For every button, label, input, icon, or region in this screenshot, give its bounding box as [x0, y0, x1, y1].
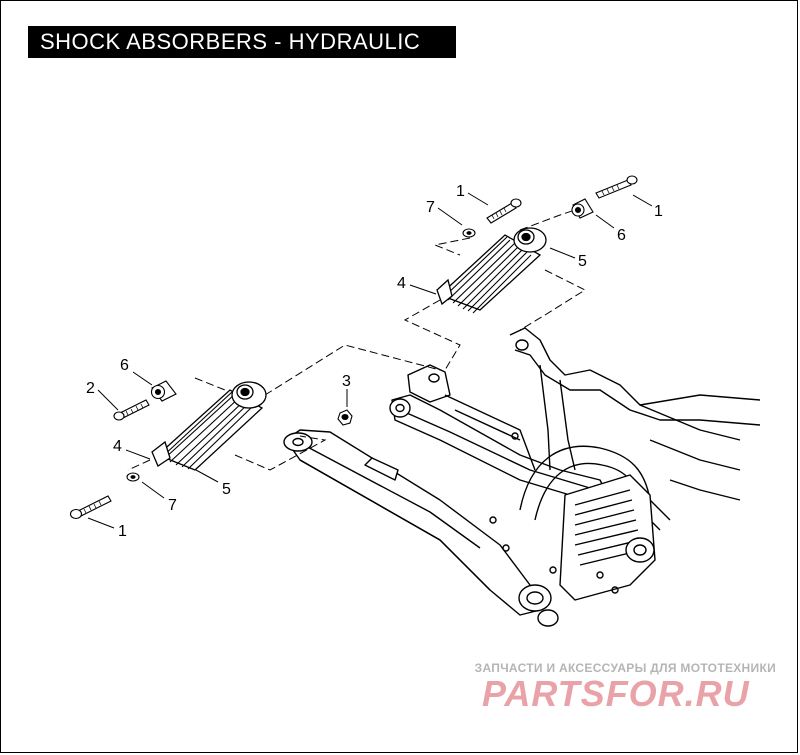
- swingarm-assembly: [283, 327, 761, 627]
- callout-lower-1: 1: [118, 523, 127, 540]
- watermark-caption: ЗАПЧАСТИ И АКСЕССУАРЫ ДЛЯ МОТОТЕХНИКИ: [474, 661, 776, 675]
- callout-upper-1b: 1: [654, 203, 663, 220]
- upper-washer: [462, 228, 476, 238]
- callout-upper-5: 5: [578, 253, 587, 270]
- mounting-nut: [337, 409, 353, 426]
- upper-bushing: [571, 198, 594, 219]
- lower-bolt-lower: [69, 495, 112, 520]
- callout-lower-4: 4: [113, 438, 122, 455]
- callout-upper-1a: 1: [456, 183, 465, 200]
- callout-lower-6: 6: [120, 357, 129, 374]
- alignment-leaders: [127, 209, 587, 471]
- callout-leaders: [87, 192, 653, 529]
- callout-upper-7: 7: [426, 199, 435, 216]
- callout-lower-7: 7: [168, 497, 177, 514]
- callout-upper-4: 4: [397, 275, 406, 292]
- lower-shock-absorber: [151, 381, 267, 471]
- upper-bolt-right: [595, 175, 638, 199]
- watermark-logo-text: PARTSFOR.RU: [482, 673, 750, 714]
- upper-bolt-left: [486, 198, 522, 224]
- watermark-logo: PARTSFOR.RU: [480, 672, 780, 719]
- lower-bolt-upper: [113, 399, 150, 421]
- callout-lower-5: 5: [222, 481, 231, 498]
- callout-lower-2: 2: [86, 380, 95, 397]
- upper-shock-absorber: [436, 227, 547, 314]
- callout-mid-3: 3: [342, 373, 351, 390]
- page-title: SHOCK ABSORBERS - HYDRAULIC: [28, 26, 456, 58]
- callout-upper-6: 6: [617, 227, 626, 244]
- lower-washer: [126, 472, 140, 482]
- lower-bushing: [150, 380, 177, 402]
